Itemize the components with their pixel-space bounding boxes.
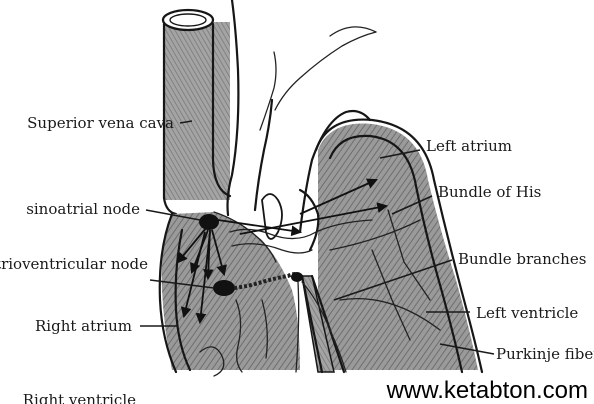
label-superior-vena-cava: Superior vena cava xyxy=(27,114,174,132)
watermark-text: www.ketabton.com xyxy=(386,377,588,404)
label-left-atrium: Left atrium xyxy=(426,137,512,155)
label-right-ventricle: Right ventricle xyxy=(23,391,136,404)
label-right-atrium: Right atrium xyxy=(35,317,132,335)
label-bundle-branches: Bundle branches xyxy=(458,250,586,268)
sinoatrial-node-shape xyxy=(199,214,219,230)
superior-vena-cava-shape xyxy=(163,10,230,214)
label-left-ventricle: Left ventricle xyxy=(476,304,578,322)
label-sinoatrial-node: sinoatrial node xyxy=(26,200,140,218)
atrioventricular-node-shape xyxy=(213,280,235,296)
label-purkinje-fibers: Purkinje fibers xyxy=(496,345,594,363)
left-heart-shape xyxy=(316,120,482,372)
label-atrioventricular-node: Atrioventricular node xyxy=(0,255,148,273)
label-bundle-of-his: Bundle of His xyxy=(438,183,541,201)
